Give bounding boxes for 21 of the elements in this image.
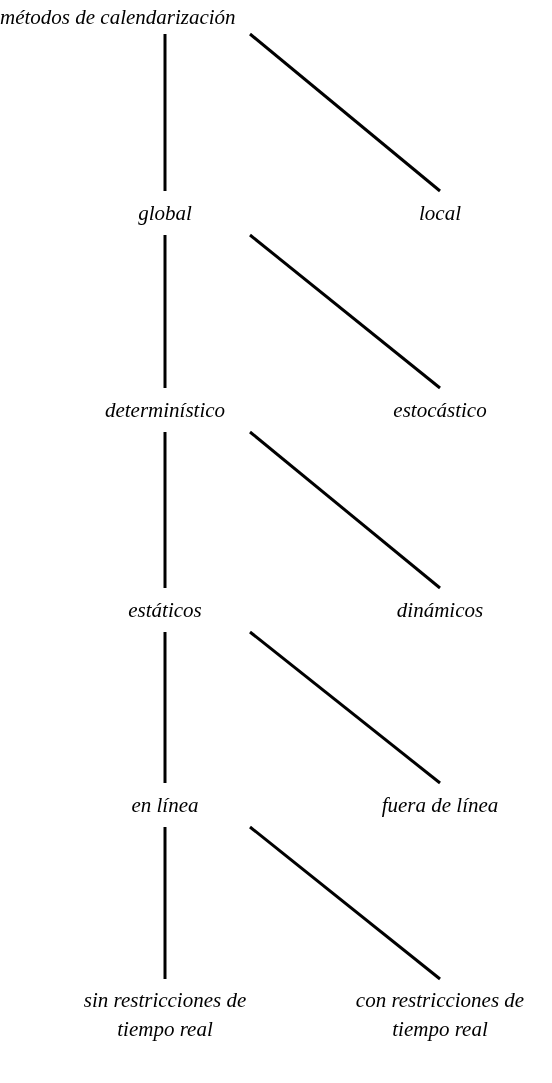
node-label: dinámicos [396,596,484,624]
node-label: en línea [131,791,199,819]
node-label: estáticos [128,596,202,624]
node-label: determinístico [104,396,226,424]
connector-line [249,430,441,590]
node-label: métodos de calendarización [0,3,236,31]
connector-line [163,432,167,588]
node-label: estocástico [393,396,487,424]
node-label: sin restricciones de tiempo real [82,987,248,1043]
connector-line [249,825,441,981]
node-label: global [138,199,192,227]
connector-line [163,632,167,783]
connector-line [249,32,441,193]
node-label: fuera de línea [381,791,499,819]
connector-line [163,34,167,191]
node-label: con restricciones de tiempo real [354,987,526,1043]
connector-line [249,233,441,390]
connector-line [249,630,441,785]
node-label: local [419,199,461,227]
connector-line [163,827,167,979]
connector-line [163,235,167,388]
